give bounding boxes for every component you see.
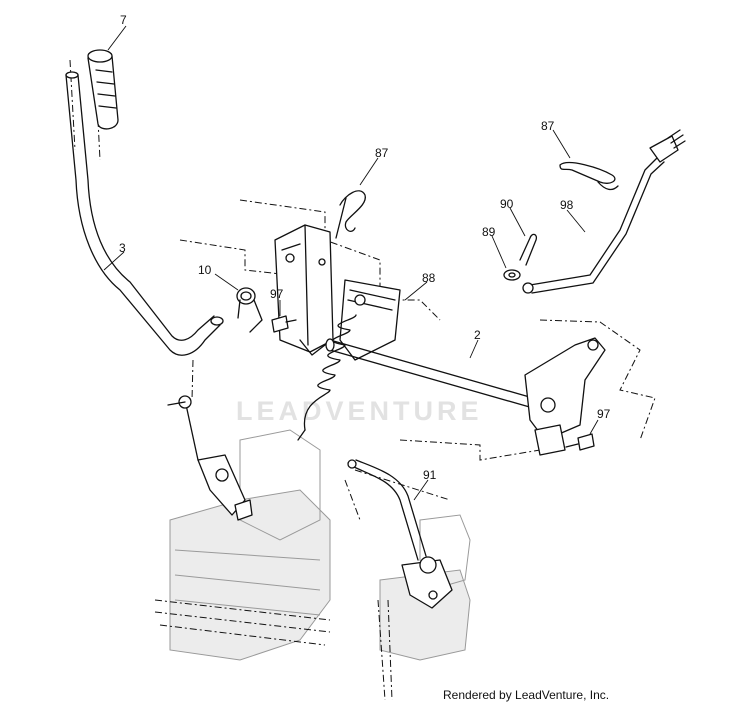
hairpin-cotter-upper-right (559, 161, 619, 191)
callout-89: 89 (482, 225, 496, 239)
callout-88: 88 (422, 271, 436, 285)
deck-frame-right (377, 514, 471, 701)
callout-98: 98 (560, 198, 574, 212)
shift-lever (65, 71, 224, 356)
cross-shaft (325, 338, 541, 411)
flat-washer (503, 269, 521, 281)
callout-10: 10 (198, 263, 212, 277)
tension-spring (297, 314, 357, 441)
right-pivot-arm (347, 459, 453, 609)
lever-grip (87, 49, 119, 130)
deck-frame-left (154, 429, 331, 661)
right-shaft-bracket (524, 337, 606, 456)
spring-plate (339, 279, 401, 361)
callout-7: 7 (120, 13, 127, 27)
callout-91: 91 (423, 468, 437, 482)
hairpin-clip-90 (519, 233, 538, 266)
shoulder-bolt-upper (271, 315, 297, 333)
callout-2: 2 (474, 328, 481, 342)
callout-3: 3 (119, 241, 126, 255)
left-pivot-arm (167, 359, 253, 521)
callout-labels: 7 3 87 87 10 97 88 2 90 89 98 97 91 (119, 13, 611, 482)
hairpin-cotter-center (335, 190, 366, 239)
mounting-bracket (274, 224, 334, 356)
callout-97-upper: 97 (270, 287, 284, 301)
render-credit: Rendered by LeadVenture, Inc. (443, 688, 610, 702)
shoulder-bolt-lower (565, 433, 595, 451)
callout-90: 90 (500, 197, 514, 211)
leader-lines (103, 25, 599, 501)
callout-87-center: 87 (375, 146, 389, 160)
callout-87-right: 87 (541, 119, 555, 133)
torsion-spring (236, 287, 263, 333)
watermark: LEADVENTURE (236, 396, 483, 426)
link-rod (522, 129, 686, 294)
callout-97-lower: 97 (597, 407, 611, 421)
